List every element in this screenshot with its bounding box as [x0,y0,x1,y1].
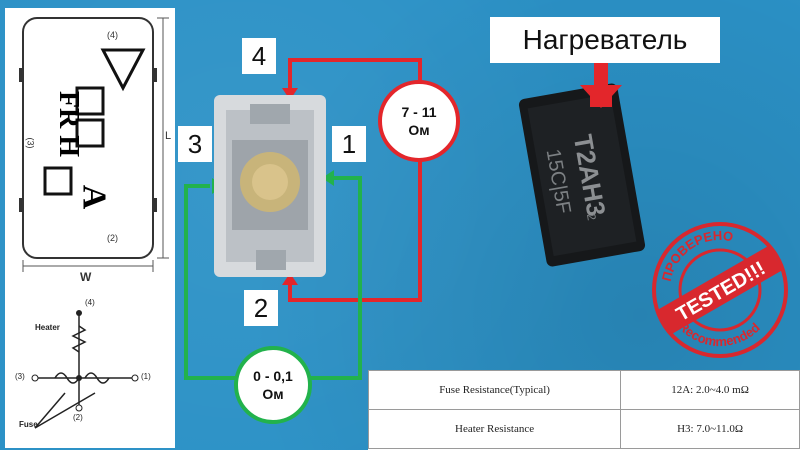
dim-width-label: W [80,270,92,284]
heater-resistance-value: 7 - 11 [401,104,437,120]
schematic-fuse-label: Fuse [19,420,38,429]
heater-arrow-stem [594,62,608,87]
red-arrow-bottom [282,273,298,285]
package-drawing: (4) (3) (2) L W FR H A Heater Fuse (4) (… [5,8,175,448]
pin-number-3: 3 [178,126,212,162]
heater-wire-red [288,58,422,302]
fuse-resistance-value: 0 - 0,1 [253,368,293,384]
fuse-pointer-2 [34,392,96,429]
pin-number-1: 1 [332,126,366,162]
node-pin1 [131,374,139,382]
tested-stamp: ПРОВЕРЕНО Recommended TESTED!!! [652,222,788,358]
heater-resistance-unit: Ом [408,122,430,138]
package-outline-svg [19,17,169,429]
heater-component [518,83,646,267]
node-pin3 [31,374,39,382]
fuse-resistance-spec: 12A: 2.0~4.0 mΩ [620,370,800,410]
heater-resistance-badge: 7 - 11 Ом [378,80,460,162]
pin-number-4: 4 [242,38,276,74]
package-outline [22,17,154,259]
heater-resistance-label: Heater Resistance [367,409,622,449]
stamp-inner-ring [678,248,762,332]
schematic-pin2: (2) [73,413,83,422]
dim-length-label: L [165,130,172,142]
fuse-solder-core [252,164,288,200]
heater-resistance-spec: H3: 7.0~11.0Ω [620,409,800,449]
node-pin2 [75,404,83,412]
fuse-left [54,372,80,384]
fuse-wire-green [184,176,362,380]
marking-box-2 [75,118,105,148]
pad-right-bottom [153,198,157,212]
node-pin4 [76,310,82,316]
table-row: Heater Resistance H3: 7.0~11.0Ω [367,409,800,449]
schematic [34,313,135,429]
fuse-resistance-label: Fuse Resistance(Typical) [367,370,622,410]
schematic-pin4: (4) [85,298,95,307]
marking-box-3 [43,166,73,196]
fuse-pointer-1 [34,392,66,429]
pad-left-top [19,68,23,82]
stamp-outer-ring [652,222,788,358]
heater-arrow [580,85,622,108]
schematic-heater-label: Heater [35,323,60,332]
marking-box-1 [75,86,105,116]
heater-caption: Нагреватель [490,17,720,63]
fuse-right [84,372,110,384]
pin-label-bottom: (2) [107,233,118,243]
fuse-bottom-tab [256,250,286,270]
stamp-banner [657,245,783,335]
spec-table: Fuse Resistance(Typical) 12A: 2.0~4.0 mΩ… [367,370,800,450]
fuse-resistance-unit: Ом [262,386,284,402]
table-row: Fuse Resistance(Typical) 12A: 2.0~4.0 mΩ [367,370,800,410]
triangle-mark [100,48,146,92]
schematic-pin3: (3) [15,372,25,381]
pin-label-top: (4) [107,30,118,40]
green-arrow-right [322,170,334,186]
schematic-pin1: (1) [141,372,151,381]
pad-right-top [153,68,157,82]
pad-left-bottom [19,198,23,212]
heater-resistor [71,325,87,353]
fuse-resistance-badge: 0 - 0,1 Ом [234,346,312,424]
pin-number-2: 2 [244,290,278,326]
red-arrow-top [282,88,298,100]
fuse-top-tab [250,104,290,124]
node-center [76,375,82,381]
